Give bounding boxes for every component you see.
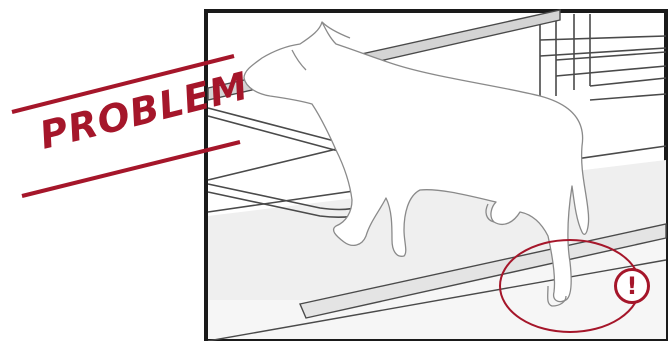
exclamation-circle-icon: !: [614, 268, 650, 304]
